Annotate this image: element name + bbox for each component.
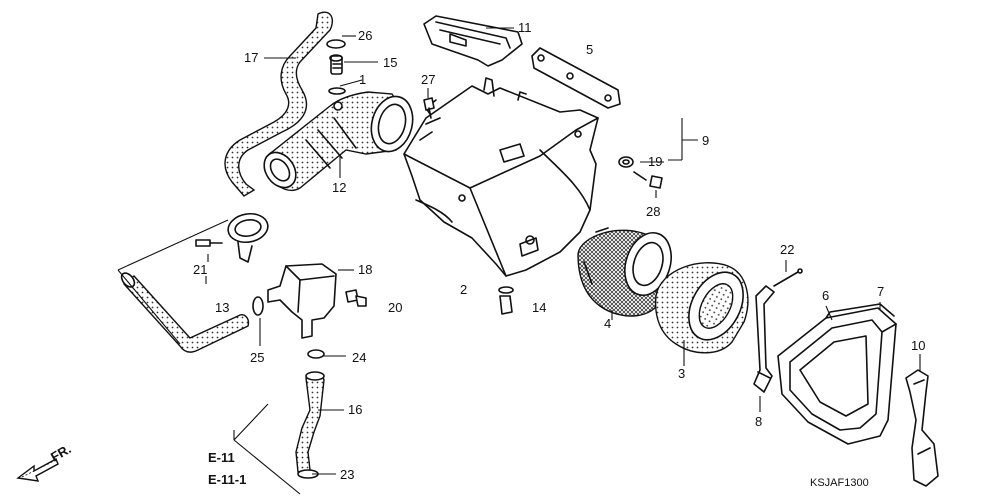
part-label-5: 5: [586, 42, 593, 57]
air-cleaner-cover-6-7: [777, 303, 897, 445]
band-clamp-13: [227, 212, 269, 263]
hose-16: [295, 371, 325, 473]
foam-filter-3: [654, 262, 749, 354]
part-label-21: 21: [193, 262, 207, 277]
part-labels: 1 2 3 4 5 6 7 8 9 10 11 12 13 14 15 16 1…: [193, 20, 925, 482]
clip-24: [307, 349, 325, 359]
bracket-10: [905, 369, 939, 487]
air-cleaner-case-2: [403, 77, 599, 277]
breather-hose-17: [224, 11, 334, 197]
part-label-16: 16: [348, 402, 362, 417]
bolt-20: [345, 289, 367, 307]
part-label-3: 3: [678, 366, 685, 381]
strap-8: [753, 285, 775, 393]
part-label-15: 15: [383, 55, 397, 70]
part-label-7: 7: [877, 284, 884, 299]
intake-duct-12: [263, 91, 414, 192]
part-label-14: 14: [532, 300, 546, 315]
part-label-23: 23: [340, 467, 354, 482]
part-label-2: 2: [460, 282, 467, 297]
part-label-6: 6: [822, 288, 829, 303]
part-label-8: 8: [755, 414, 762, 429]
part-label-11: 11: [518, 20, 532, 35]
fitting-14: [498, 286, 514, 315]
part-label-27: 27: [421, 72, 435, 87]
part-label-26: 26: [358, 28, 372, 43]
bolt-28b: [633, 171, 663, 189]
leader-lines: [117, 27, 921, 495]
fitting-15: [329, 54, 343, 75]
part-label-22: 22: [780, 242, 794, 257]
air-filter-element-4: [577, 227, 672, 317]
drain-hose-13: [120, 272, 250, 353]
diagram-code: KSJAF1300: [810, 477, 869, 489]
part-label-4: 4: [604, 316, 611, 331]
part-label-19: 19: [648, 154, 662, 169]
part-label-25: 25: [250, 350, 264, 365]
reference-e11: E-11: [208, 450, 235, 465]
part-label-10: 10: [911, 338, 925, 353]
reference-e11-1: E-11-1: [208, 472, 246, 487]
part-label-13: 13: [215, 300, 229, 315]
clip-26: [326, 39, 346, 49]
part-label-18: 18: [358, 262, 372, 277]
o-ring-1: [328, 87, 346, 95]
clip-25: [252, 296, 264, 316]
bracket-5: [531, 47, 621, 109]
intake-cover-11: [423, 15, 523, 67]
part-label-20: 20: [388, 300, 402, 315]
part-label-17: 17: [244, 50, 258, 65]
part-label-12: 12: [332, 180, 346, 195]
bolt-27: [423, 97, 435, 119]
drain-chamber-18: [267, 263, 337, 339]
part-label-28a: 28: [646, 204, 660, 219]
part-label-24: 24: [352, 350, 366, 365]
grommet-19: [618, 156, 634, 168]
forward-arrow-icon: [16, 458, 59, 482]
bracket-9-marker: [668, 118, 698, 161]
part-label-1: 1: [359, 72, 366, 87]
screw-21: [195, 239, 223, 247]
part-label-9: 9: [702, 133, 709, 148]
pin-22: [773, 268, 803, 287]
